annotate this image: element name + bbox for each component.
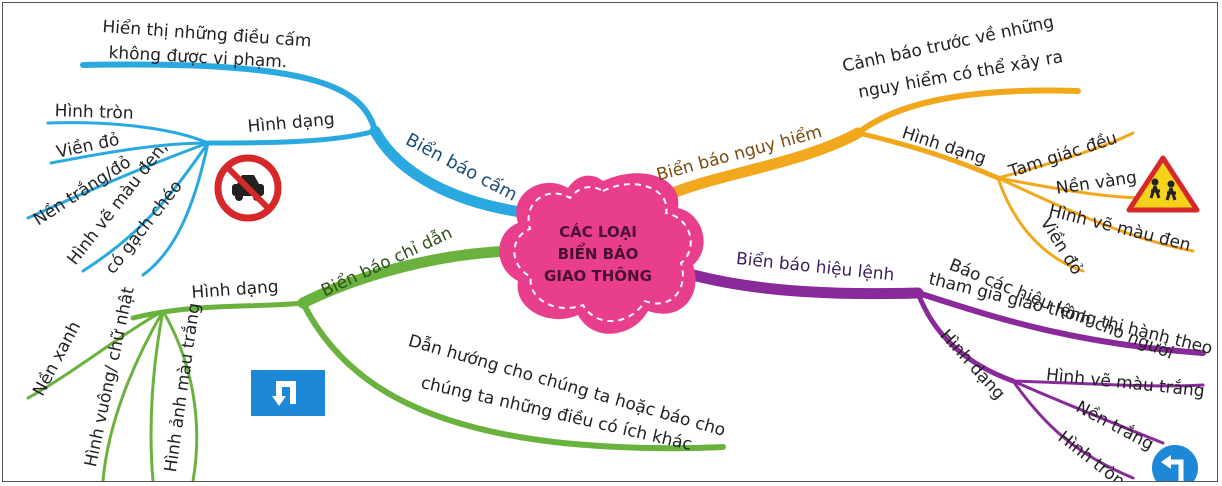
turn-left-round-sign-icon — [1150, 443, 1200, 481]
danger-branch-lines — [667, 87, 1195, 273]
center-title-line3: GIAO THÔNG — [544, 267, 652, 285]
center-title-line1: CÁC LOẠI — [559, 223, 637, 241]
center-title: CÁC LOẠI BIỂN BÁO GIAO THÔNG — [533, 221, 663, 287]
mind-map-canvas — [26, 61, 1206, 481]
center-node — [499, 173, 704, 334]
no-car-sign-icon — [214, 154, 282, 222]
prohibit-branch-lines — [26, 61, 534, 277]
prohibit-detail-1: Hình tròn — [54, 101, 134, 124]
command-branch-lines — [687, 269, 1206, 480]
guide-branch-lines — [26, 245, 726, 481]
u-turn-square-sign-icon — [251, 370, 325, 416]
center-title-line2: BIỂN BÁO — [557, 245, 639, 263]
children-crossing-sign-icon — [1126, 155, 1200, 213]
